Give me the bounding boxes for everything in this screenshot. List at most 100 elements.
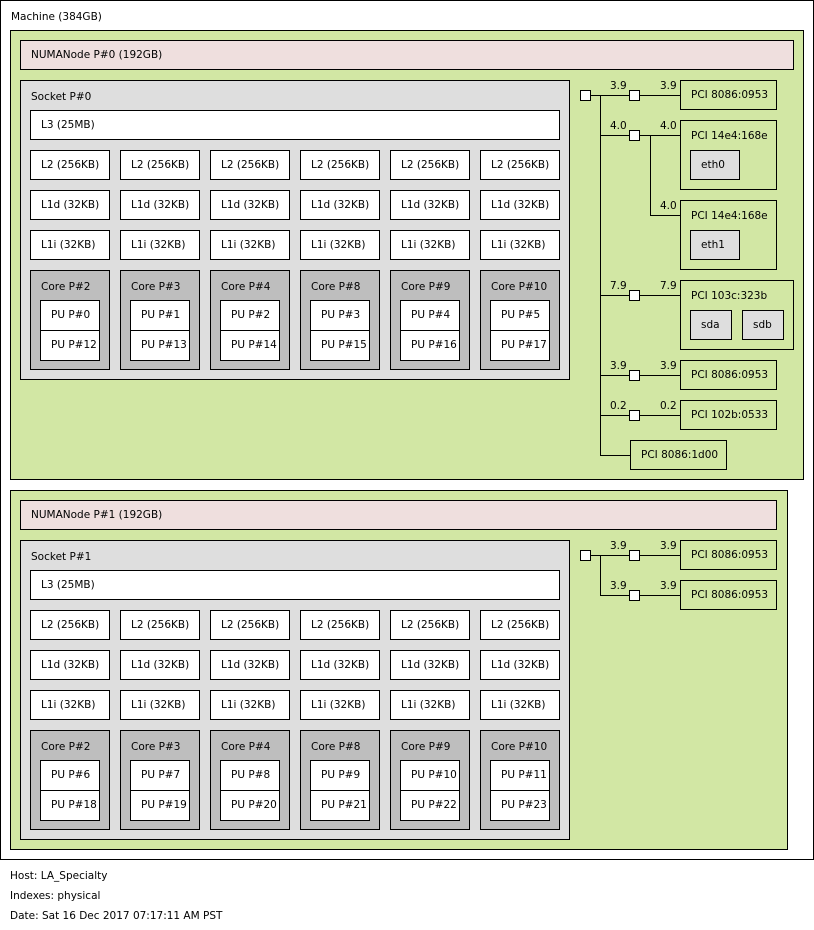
- host-bridge-1: [580, 550, 591, 561]
- l2-cache: L2 (256KB): [300, 150, 380, 180]
- pu-label: PU P#12: [51, 339, 97, 352]
- pu-label: PU P#19: [141, 799, 187, 812]
- core-label: Core P#2: [41, 281, 91, 293]
- l1i-cache-label: L1i (32KB): [491, 238, 546, 251]
- pu-label: PU P#9: [321, 769, 361, 782]
- bandwidth-label: 7.9: [660, 280, 677, 292]
- l1i-cache: L1i (32KB): [30, 690, 110, 720]
- bandwidth-label: 4.0: [660, 200, 677, 212]
- pci-device-label: PCI 8086:1d00: [641, 448, 719, 461]
- pci-device-label: PCI 8086:0953: [691, 588, 769, 601]
- pu-label: PU P#16: [411, 339, 457, 352]
- l1i-cache-label: L1i (32KB): [221, 238, 276, 251]
- pu-label: PU P#5: [501, 309, 541, 322]
- pu: PU P#16: [400, 330, 460, 361]
- l2-cache: L2 (256KB): [30, 610, 110, 640]
- pci-bridge: [629, 370, 640, 381]
- bandwidth-label: 3.9: [610, 80, 627, 92]
- l1d-cache: L1d (32KB): [480, 650, 560, 680]
- l3-cache-0: L3 (25MB): [30, 110, 560, 140]
- os-device-label: sda: [701, 318, 720, 331]
- pu: PU P#19: [130, 790, 190, 821]
- pu: PU P#18: [40, 790, 100, 821]
- l1d-cache-label: L1d (32KB): [131, 198, 190, 211]
- l1i-cache: L1i (32KB): [480, 690, 560, 720]
- l1i-cache-label: L1i (32KB): [401, 238, 456, 251]
- l3-cache-label: L3 (25MB): [41, 118, 95, 131]
- core-label: Core P#4: [221, 281, 271, 293]
- pci-device-label: PCI 14e4:168e: [691, 130, 768, 142]
- pci-device-8086-0953: PCI 8086:0953: [680, 360, 777, 390]
- l2-cache-label: L2 (256KB): [401, 158, 460, 171]
- pu: PU P#4: [400, 300, 460, 331]
- core-label: Core P#9: [401, 741, 451, 753]
- l1i-cache-label: L1i (32KB): [401, 698, 456, 711]
- pu: PU P#9: [310, 760, 370, 791]
- pci-device-label: PCI 102b:0533: [691, 408, 769, 421]
- l1d-cache: L1d (32KB): [30, 650, 110, 680]
- bandwidth-label: 3.9: [660, 80, 677, 92]
- l1d-cache: L1d (32KB): [390, 190, 470, 220]
- l2-cache: L2 (256KB): [390, 150, 470, 180]
- host-bridge-0: [580, 90, 591, 101]
- pu: PU P#2: [220, 300, 280, 331]
- date-info: Date: Sat 16 Dec 2017 07:17:11 AM PST: [10, 910, 223, 922]
- pci-bridge: [629, 90, 640, 101]
- pu-label: PU P#15: [321, 339, 367, 352]
- pu-label: PU P#23: [501, 799, 547, 812]
- core-label: Core P#3: [131, 281, 181, 293]
- pci-device-8086-0953: PCI 8086:0953: [680, 540, 777, 570]
- pu-label: PU P#17: [501, 339, 547, 352]
- bandwidth-label: 3.9: [660, 360, 677, 372]
- footer: Host: LA_Specialty Indexes: physical Dat…: [0, 859, 814, 930]
- l1d-cache-label: L1d (32KB): [401, 658, 460, 671]
- l1d-cache: L1d (32KB): [300, 190, 380, 220]
- os-device-label: eth0: [701, 158, 725, 171]
- l1i-cache: L1i (32KB): [210, 230, 290, 260]
- l1i-cache-label: L1i (32KB): [41, 238, 96, 251]
- l2-cache-label: L2 (256KB): [491, 618, 550, 631]
- pu-label: PU P#18: [51, 799, 97, 812]
- pci-device-label: PCI 8086:0953: [691, 88, 769, 101]
- l1d-cache: L1d (32KB): [120, 650, 200, 680]
- l2-cache-label: L2 (256KB): [41, 158, 100, 171]
- l1d-cache: L1d (32KB): [390, 650, 470, 680]
- pu-label: PU P#7: [141, 769, 181, 782]
- bandwidth-label: 0.2: [660, 400, 677, 412]
- l1d-cache-label: L1d (32KB): [311, 198, 370, 211]
- l2-cache: L2 (256KB): [480, 610, 560, 640]
- l1i-cache: L1i (32KB): [300, 230, 380, 260]
- bandwidth-label: 4.0: [660, 120, 677, 132]
- pu: PU P#23: [490, 790, 550, 821]
- pu-label: PU P#20: [231, 799, 277, 812]
- pu-label: PU P#6: [51, 769, 91, 782]
- l2-cache-label: L2 (256KB): [131, 618, 190, 631]
- host-info: Host: LA_Specialty: [10, 870, 108, 882]
- pu-label: PU P#1: [141, 309, 181, 322]
- pci-device-label: PCI 103c:323b: [691, 290, 768, 302]
- l3-cache-label: L3 (25MB): [41, 578, 95, 591]
- l1d-cache: L1d (32KB): [300, 650, 380, 680]
- l2-cache: L2 (256KB): [300, 610, 380, 640]
- l2-cache-label: L2 (256KB): [221, 158, 280, 171]
- pu: PU P#0: [40, 300, 100, 331]
- socket-0-label: Socket P#0: [31, 91, 92, 103]
- pu: PU P#5: [490, 300, 550, 331]
- bandwidth-label: 7.9: [610, 280, 627, 292]
- l1d-cache-label: L1d (32KB): [41, 658, 100, 671]
- pci-device-label: PCI 8086:0953: [691, 368, 769, 381]
- l1i-cache-label: L1i (32KB): [131, 698, 186, 711]
- machine-label: Machine (384GB): [11, 11, 102, 23]
- core-label: Core P#10: [491, 281, 548, 293]
- pci-device-label: PCI 14e4:168e: [691, 210, 768, 222]
- l2-cache: L2 (256KB): [210, 610, 290, 640]
- l2-cache-label: L2 (256KB): [311, 618, 370, 631]
- pu-label: PU P#0: [51, 309, 91, 322]
- core-label: Core P#9: [401, 281, 451, 293]
- pu-label: PU P#14: [231, 339, 277, 352]
- l1d-cache-label: L1d (32KB): [221, 658, 280, 671]
- pu: PU P#8: [220, 760, 280, 791]
- pu: PU P#10: [400, 760, 460, 791]
- core-label: Core P#8: [311, 281, 361, 293]
- bandwidth-label: 3.9: [610, 540, 627, 552]
